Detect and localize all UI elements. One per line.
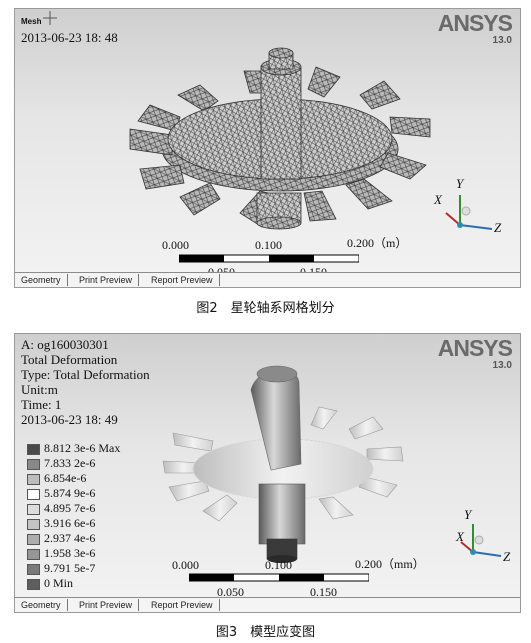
result-unit: Unit:m [21,382,58,397]
legend-row: 3.916 6e-6 [15,516,215,530]
scale-bar [189,573,369,582]
legend-swatch [27,534,40,545]
result-title: Total Deformation [21,352,118,367]
legend-row: 7.833 2e-6 [15,456,215,470]
legend-swatch [27,564,40,575]
scale-label-100: 0.100 [255,238,282,252]
mesh-tag: Mesh [21,17,42,26]
legend-swatch [27,519,40,530]
tab-geometry[interactable]: Geometry [17,274,68,286]
axis-triad [460,524,502,557]
crosshair-icon [43,11,57,25]
figure3-caption: 图3 模型应变图 [215,625,316,640]
tab-print-preview[interactable]: Print Preview [75,599,140,611]
deformation-viewport[interactable]: A: og160030301 Total Deformation Type: T… [14,333,521,613]
deformation-model [162,365,404,563]
legend-swatch [27,459,40,470]
figure2-caption: 图2 星轮轴系网格划分 [196,301,335,316]
result-name: A: og160030301 [21,337,109,352]
axis-triad [445,195,493,230]
legend-row: 2.937 4e-6 [15,531,215,545]
axis-label-x: X [434,192,442,207]
scale-label-50: 0.050 [217,585,244,599]
tab-report-preview[interactable]: Report Preview [147,274,220,286]
scale-label-0: 0.000 [162,238,189,252]
legend-row: 5.874 9e-6 [15,486,215,500]
scale-label-150: 0.150 [310,585,337,599]
ansys-logo: ANSYS 13.0 [437,335,513,372]
mesh-timestamp: 2013-06-23 18: 48 [21,30,118,45]
legend-label: 9.791 5e-7 [44,561,96,575]
view-tabs: Geometry Print Preview Report Preview [15,272,520,287]
result-type: Type: Total Deformation [21,367,150,382]
legend-swatch [27,549,40,560]
axis-label-y: Y [456,176,464,191]
legend-swatch [27,489,40,500]
legend-swatch [27,579,40,590]
legend-row: 8.812 3e-6 Max [15,441,215,455]
legend-label: 8.812 3e-6 Max [44,441,121,455]
axis-label-z: Z [503,549,511,564]
view-tabs: Geometry Print Preview Report Preview [15,597,520,612]
legend-row: 9.791 5e-7 [15,561,215,575]
legend-row: 6.854e-6 [15,471,215,485]
scale-label-200: 0.200（m） [347,236,408,250]
scale-label-200: 0.200（mm） [355,557,425,571]
tab-geometry[interactable]: Geometry [17,599,68,611]
legend-label: 4.895 7e-6 [44,501,96,515]
legend-label: 7.833 2e-6 [44,456,96,470]
legend-label: 6.854e-6 [44,471,87,485]
scale-label-100: 0.100 [265,558,292,572]
result-time: Time: 1 [21,397,62,412]
axis-label-y: Y [464,507,472,522]
tab-print-preview[interactable]: Print Preview [75,274,140,286]
mesh-viewport[interactable]: Mesh 2013-06-23 18: 48 ANSYS 13.0 [14,8,521,288]
legend-label: 2.937 4e-6 [44,531,96,545]
axis-label-x: X [456,529,464,544]
legend-row: 1.958 3e-6 [15,546,215,560]
legend-row: 4.895 7e-6 [15,501,215,515]
legend-swatch [27,444,40,455]
legend-label: 0 Min [44,576,74,590]
legend-label: 3.916 6e-6 [44,516,96,530]
scale-label-0: 0.000 [172,558,199,572]
axis-label-z: Z [494,220,502,235]
star-wheel-mesh-model [129,47,431,230]
legend-label: 5.874 9e-6 [44,486,96,500]
scale-bar [179,254,359,263]
legend-label: 1.958 3e-6 [44,546,96,560]
ansys-logo: ANSYS 13.0 [437,10,513,47]
legend-swatch [27,504,40,515]
result-timestamp: 2013-06-23 18: 49 [21,412,118,427]
legend-swatch [27,474,40,485]
legend-row: 0 Min [15,576,215,590]
tab-report-preview[interactable]: Report Preview [147,599,220,611]
